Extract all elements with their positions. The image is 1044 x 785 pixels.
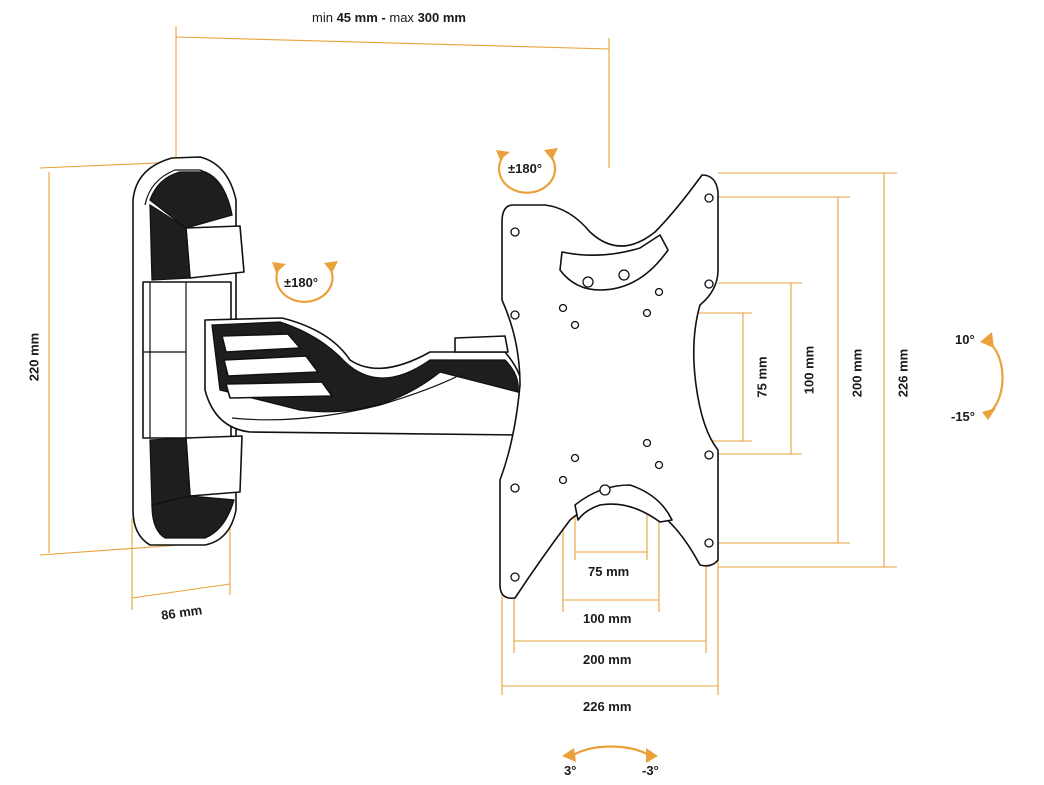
plate-rotation-label: ±180° [508,161,543,176]
swing-arm [204,317,523,436]
plate-rotation-arrow-icon [496,148,558,194]
tilt-up-label: 10° [955,332,975,347]
vesa-vertical-200-label: 200 mm [849,348,865,398]
level-adjust-arrow-icon [562,745,658,763]
vesa-horizontal-226-label: 226 mm [583,699,632,714]
arm-swivel-label: ±180° [284,275,319,290]
wall-plate-height-label: 220 mm [26,332,42,382]
vesa-horizontal-75-label: 75 mm [588,564,630,579]
vesa-horizontal-100-label: 100 mm [583,611,632,626]
arm-swivel-arrow-icon [272,261,338,303]
tilt-down-label: -15° [951,409,975,424]
tilt-arrow-icon [980,332,1004,420]
vesa-vertical-100-label: 100 mm [801,345,817,395]
vesa-horizontal-200-label: 200 mm [583,652,632,667]
level-left-label: 3° [564,763,577,778]
vesa-vertical-75-label: 75 mm [754,356,770,398]
level-right-label: -3° [642,763,659,778]
vesa-vertical-226-label: 226 mm [895,348,911,398]
arm-span-label: min 45 mm - max 300 mm [312,10,466,25]
vesa-holes [510,193,714,582]
vesa-plate [499,174,719,600]
